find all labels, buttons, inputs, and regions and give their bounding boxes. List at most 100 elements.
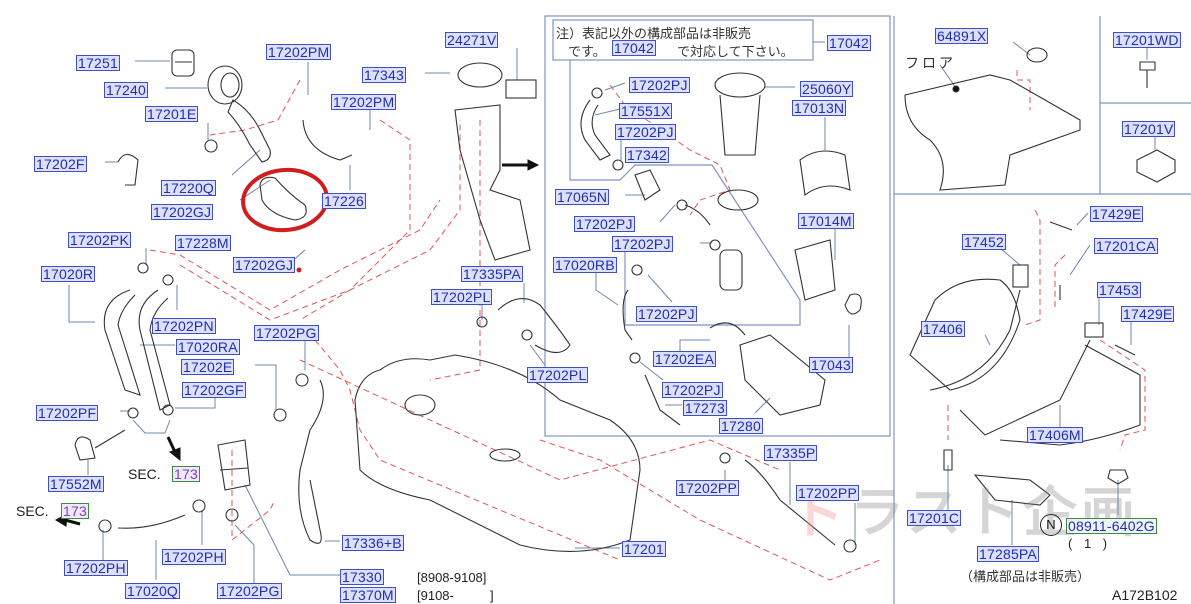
hose-17273 [644, 374, 681, 426]
leader-line [754, 397, 771, 414]
part-label-17202PL[interactable]: 17202PL [527, 367, 589, 383]
part-label-17201E[interactable]: 17201E [145, 106, 199, 122]
part-label-17202PG[interactable]: 17202PG [217, 583, 282, 599]
part-label-17342[interactable]: 17342 [625, 147, 669, 163]
part-label-17330[interactable]: 17330 [340, 569, 384, 585]
part-label-25060Y[interactable]: 25060Y [800, 81, 854, 97]
part-label-17202PP[interactable]: 17202PP [676, 480, 740, 496]
part-label-17201C[interactable]: 17201C [907, 510, 962, 526]
part-label-17552M[interactable]: 17552M [48, 476, 104, 492]
seal-ring-17342 [717, 189, 759, 211]
filler-seal-17240 [207, 65, 243, 105]
dashed-guide [231, 450, 276, 542]
part-label-17042[interactable]: 17042 [827, 35, 871, 51]
part-label-17201WD[interactable]: 17201WD [1113, 32, 1181, 48]
dashed-guide [179, 120, 461, 321]
part-label-17251[interactable]: 17251 [76, 55, 120, 71]
part-label-17201CA[interactable]: 17201CA [1094, 238, 1158, 254]
part-label-17202PP[interactable]: 17202PP [796, 485, 860, 501]
dashed-guide [539, 439, 881, 581]
part-label-17335P[interactable]: 17335P [764, 445, 818, 461]
hose-17226 [302, 119, 353, 161]
part-label-17202PJ[interactable]: 17202PJ [662, 382, 723, 398]
sec-ref-173-link[interactable]: 173 [61, 503, 89, 519]
part-label-17065N[interactable]: 17065N [555, 189, 610, 205]
clamp-icon [98, 519, 112, 533]
inset-subgroup-border [569, 60, 801, 326]
part-label-17201[interactable]: 17201 [622, 541, 666, 557]
part-label-17014M[interactable]: 17014M [798, 213, 854, 229]
hose-inset [684, 204, 711, 226]
tank-outline-right [909, 278, 1021, 391]
filler-hose-highlighted [259, 176, 307, 221]
part-label-17343[interactable]: 17343 [362, 67, 406, 83]
part-label-17020Q[interactable]: 17020Q [125, 583, 181, 599]
part-label-17285PA[interactable]: 17285PA [977, 546, 1039, 562]
part-label-17453[interactable]: 17453 [1097, 282, 1141, 298]
bracket-17453 [1084, 322, 1104, 338]
part-label-17273[interactable]: 17273 [683, 400, 727, 416]
part-label-24271V[interactable]: 24271V [445, 32, 499, 48]
part-label-17202PN[interactable]: 17202PN [152, 318, 216, 334]
grommet-17201E [204, 139, 218, 153]
part-label-17202GJ[interactable]: 17202GJ [151, 204, 214, 220]
part-label-17336-B[interactable]: 17336+B [342, 535, 404, 551]
part-label-17220Q[interactable]: 17220Q [161, 180, 217, 196]
leader-line [244, 484, 340, 576]
part-label-17020RB[interactable]: 17020RB [553, 257, 617, 273]
part-label-17202PG[interactable]: 17202PG [254, 325, 319, 341]
part-label-17202PH[interactable]: 17202PH [64, 560, 128, 576]
part-label-17280[interactable]: 17280 [719, 418, 763, 434]
part-label-17406[interactable]: 17406 [921, 321, 965, 337]
part-label-17202PL[interactable]: 17202PL [431, 289, 493, 305]
clamp-icon [476, 316, 488, 328]
part-label-17240[interactable]: 17240 [104, 82, 148, 98]
part-label-17202PF[interactable]: 17202PF [36, 405, 99, 421]
part-label-17335PA[interactable]: 17335PA [461, 266, 523, 282]
part-label-17226[interactable]: 17226 [322, 193, 366, 209]
highlight-marker-dot [296, 267, 302, 273]
part-label-17202GJ[interactable]: 17202GJ [233, 257, 296, 273]
part-label-17202PJ[interactable]: 17202PJ [636, 306, 697, 322]
part-label-17429E[interactable]: 17429E [1090, 206, 1144, 222]
clamp-icon [521, 329, 533, 341]
watermark-red: ト [790, 482, 848, 546]
part-label-17013N[interactable]: 17013N [792, 100, 847, 116]
part-label-17020RA[interactable]: 17020RA [176, 339, 240, 355]
part-label-17020R[interactable]: 17020R [41, 266, 96, 282]
part-label-17202PH[interactable]: 17202PH [162, 549, 226, 565]
leader-line [175, 395, 216, 409]
part-label-17202PJ[interactable]: 17202PJ [574, 216, 635, 232]
nut-17201V [1136, 149, 1176, 183]
clamp-icon [127, 407, 139, 419]
band-17202EA [709, 322, 746, 336]
note-part-ref-17042[interactable]: 17042 [612, 40, 656, 56]
part-label-17202PJ[interactable]: 17202PJ [615, 124, 676, 140]
part-label-17202E[interactable]: 17202E [181, 359, 235, 375]
part-label-17202PM[interactable]: 17202PM [331, 94, 397, 110]
part-label-17202EA[interactable]: 17202EA [653, 351, 717, 367]
packing-24271V [505, 79, 537, 99]
part-label-17043[interactable]: 17043 [809, 357, 853, 373]
part-label-17452[interactable]: 17452 [962, 234, 1006, 250]
part-label-08911-6402G[interactable]: 08911-6402G [1066, 518, 1157, 534]
hose-17020RB [622, 289, 633, 341]
part-label-17370M[interactable]: 17370M [340, 587, 396, 603]
part-label-17202GF[interactable]: 17202GF [182, 382, 246, 398]
sec-ref-173-link[interactable]: 173 [172, 466, 200, 482]
part-label-17551X[interactable]: 17551X [619, 103, 673, 119]
part-label-17201V[interactable]: 17201V [1122, 121, 1176, 137]
part-label-64891X[interactable]: 64891X [935, 28, 989, 44]
hose-17336B [298, 379, 324, 544]
part-label-17406M[interactable]: 17406M [1027, 427, 1083, 443]
dashed-guide [1054, 254, 1066, 310]
part-label-17202PJ[interactable]: 17202PJ [629, 77, 690, 93]
leader-line [1069, 244, 1091, 276]
part-label-17202PM[interactable]: 17202PM [266, 44, 332, 60]
part-label-17202PK[interactable]: 17202PK [68, 232, 132, 248]
part-label-17202PJ[interactable]: 17202PJ [612, 236, 673, 252]
part-label-17228M[interactable]: 17228M [175, 235, 231, 251]
part-label-17429E[interactable]: 17429E [1121, 306, 1175, 322]
part-label-17202F[interactable]: 17202F [34, 156, 87, 172]
